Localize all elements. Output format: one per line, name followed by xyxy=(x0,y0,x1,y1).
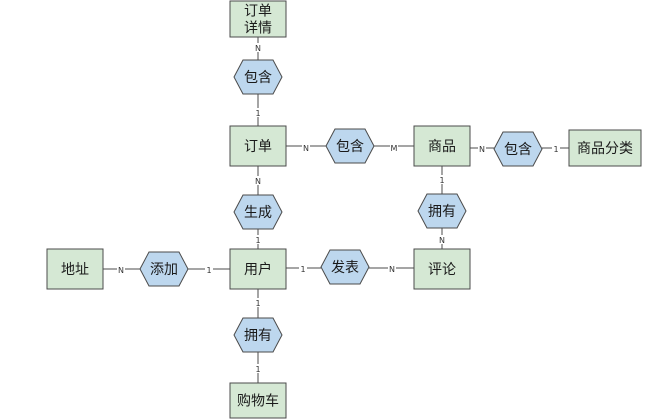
cardinality-backdrop xyxy=(299,264,307,273)
entity-label: 详情 xyxy=(244,21,272,37)
relationship-shape xyxy=(233,59,283,95)
cardinality-label: N xyxy=(303,144,309,153)
cardinality-label: 1 xyxy=(300,265,305,274)
relationship-publish[interactable]: 发表 xyxy=(320,249,370,285)
cardinality-label: N xyxy=(439,236,445,245)
cardinality-label: N xyxy=(479,145,485,154)
relationship-order-contains[interactable]: 包含 xyxy=(233,59,283,95)
relationship-label: 添加 xyxy=(150,262,178,278)
entity-label: 购物车 xyxy=(237,393,279,410)
relationship-add[interactable]: 添加 xyxy=(139,251,189,287)
cardinality-backdrop xyxy=(438,235,446,244)
relationship-shape xyxy=(493,131,543,167)
cardinality-backdrop xyxy=(388,264,396,273)
cardinality-backdrop xyxy=(254,176,262,185)
entity-box xyxy=(46,248,104,290)
relationship-shape xyxy=(139,251,189,287)
cardinality-label: 1 xyxy=(553,145,558,154)
relationship-order-product[interactable]: 包含 xyxy=(325,128,375,164)
cardinality-backdrop xyxy=(552,144,560,153)
relationship-shape xyxy=(233,194,283,230)
cardinality-label: 1 xyxy=(255,299,260,308)
entity-box xyxy=(413,125,471,167)
cardinality-label: M xyxy=(391,144,398,153)
entities: 订单详情订单商品商品分类地址用户评论购物车 xyxy=(46,0,642,419)
cardinality-label: 1 xyxy=(255,365,260,374)
cardinality-label: 1 xyxy=(439,176,444,185)
entity-label: 商品 xyxy=(428,139,456,155)
entity-cart[interactable]: 购物车 xyxy=(229,382,287,419)
entity-label: 订单 xyxy=(244,4,272,20)
relationship-shape xyxy=(233,317,283,353)
cardinality-backdrop xyxy=(438,175,446,184)
cardinality-label: 1 xyxy=(255,109,260,118)
entity-address[interactable]: 地址 xyxy=(46,248,104,290)
cardinality-backdrop xyxy=(302,143,310,152)
entity-box xyxy=(568,129,642,167)
cardinality-label: 1 xyxy=(206,266,211,275)
relationship-label: 发表 xyxy=(331,260,359,276)
cardinality-backdrop xyxy=(117,265,125,274)
relationship-label: 拥有 xyxy=(244,328,272,344)
relationship-shape xyxy=(417,193,467,229)
entity-box xyxy=(229,125,287,167)
cardinality-label: 1 xyxy=(255,236,260,245)
cardinality-backdrop xyxy=(390,143,398,152)
cardinality-backdrop xyxy=(254,364,262,373)
entity-comment[interactable]: 评论 xyxy=(413,248,471,290)
cardinality-label: N xyxy=(255,44,261,53)
cardinality-label: N xyxy=(255,177,261,186)
entity-category[interactable]: 商品分类 xyxy=(568,129,642,167)
cardinality-backdrop xyxy=(254,43,262,52)
entity-box xyxy=(413,248,471,290)
relationship-user-has[interactable]: 拥有 xyxy=(233,317,283,353)
entity-user[interactable]: 用户 xyxy=(229,248,287,290)
relationship-label: 包含 xyxy=(336,139,364,155)
relationship-label: 拥有 xyxy=(428,204,456,220)
cardinality-backdrop xyxy=(254,235,262,244)
relationships: 包含包含包含拥有生成添加发表拥有 xyxy=(139,59,543,353)
cardinality-label: N xyxy=(389,265,395,274)
entity-label: 地址 xyxy=(61,262,89,278)
cardinality-backdrop xyxy=(205,265,213,274)
cardinality-backdrop xyxy=(254,108,262,117)
entity-box xyxy=(229,382,287,419)
cardinality-label: N xyxy=(118,266,124,275)
connector-lines xyxy=(103,37,569,383)
entity-label: 订单 xyxy=(244,139,272,155)
entity-box xyxy=(229,248,287,290)
entity-label: 用户 xyxy=(244,261,272,278)
relationship-label: 生成 xyxy=(244,205,272,221)
relationship-label: 包含 xyxy=(504,142,532,158)
relationship-label: 包含 xyxy=(244,70,272,86)
relationship-product-has[interactable]: 拥有 xyxy=(417,193,467,229)
cardinality-backdrop xyxy=(254,298,262,307)
entity-order[interactable]: 订单 xyxy=(229,125,287,167)
relationship-shape xyxy=(325,128,375,164)
relationship-shape xyxy=(320,249,370,285)
entity-product[interactable]: 商品 xyxy=(413,125,471,167)
relationship-product-category[interactable]: 包含 xyxy=(493,131,543,167)
cardinality-backdrop xyxy=(478,144,486,153)
entity-label: 商品分类 xyxy=(577,141,633,157)
entity-box xyxy=(229,0,287,38)
entity-label: 评论 xyxy=(428,262,456,278)
relationship-generate[interactable]: 生成 xyxy=(233,194,283,230)
